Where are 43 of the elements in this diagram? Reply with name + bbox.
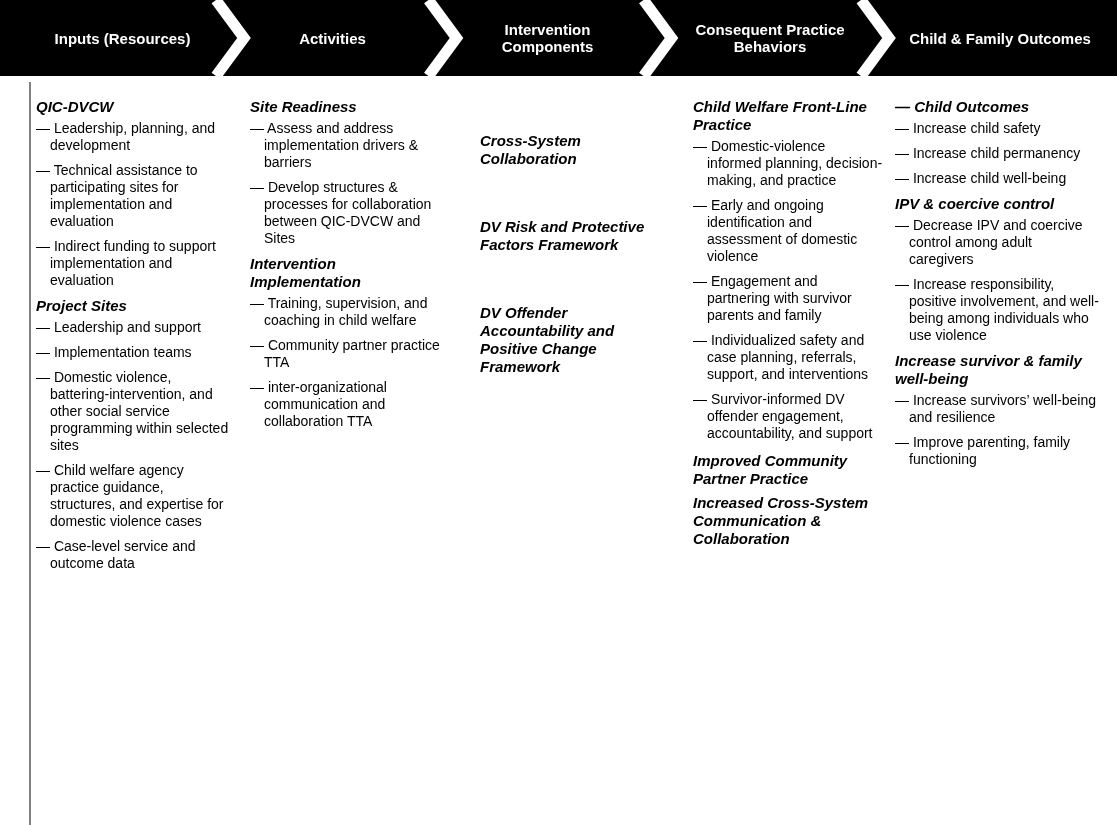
list-item: — Decrease IPV and coercive control among adult caregivers	[895, 217, 1084, 268]
list-item: — Community partner practice TTA	[250, 337, 440, 371]
column-header: Activities	[245, 0, 420, 76]
section-heading: Improved Community Partner Practice	[693, 452, 849, 488]
section-heading: Cross-System Collaboration	[480, 132, 582, 168]
list-item: — Engagement and partnering with survivor parents and family	[693, 273, 853, 324]
list-item: — Increase survivors’ well-being and resilience	[895, 392, 1097, 426]
column-header: Inputs (Resources)	[30, 0, 215, 76]
section-heading: DV Risk and Protective Factors Framework	[480, 218, 646, 254]
list-item: — Increase child permanency	[895, 145, 1082, 162]
list-item: — Domestic-violence informed planning, decision-making, and practice	[693, 138, 883, 189]
section-heading: Project Sites	[36, 297, 128, 315]
section-heading: Site Readiness	[250, 98, 358, 116]
column-header: Child & Family Outcomes	[895, 0, 1105, 76]
list-item: — Leadership and support	[36, 319, 202, 336]
list-item: — Leadership, planning, and development	[36, 120, 217, 154]
list-item: — Case-level service and outcome data	[36, 538, 197, 572]
section-heading: DV Offender Accountability and Positive Change Framework	[480, 304, 616, 376]
list-item: — Child welfare agency practice guidance, structures, and expertise for domestic violence cases	[36, 462, 225, 530]
list-item: — Technical assistance to participating sites for implementation and evaluation	[36, 162, 199, 230]
list-item: — Early and ongoing identification and assessment of domestic violence	[693, 197, 859, 265]
list-item: — Increase child safety	[895, 120, 1042, 137]
list-item: — Domestic violence, battering-intervention, and other social service programming within selected sites	[36, 369, 230, 454]
section-heading: Child Welfare Front-Line Practice	[693, 98, 868, 134]
section-heading: IPV & coercive control	[895, 195, 1056, 213]
list-item: — Improve parenting, family functioning	[895, 434, 1072, 468]
column-header: Intervention Components	[465, 0, 630, 76]
section-heading: Intervention Implementation	[250, 255, 362, 291]
list-item: — Increase child well-being	[895, 170, 1068, 187]
section-heading: QIC-DVCW	[36, 98, 116, 116]
list-item: — Indirect funding to support implementation and evaluation	[36, 238, 217, 289]
list-item: — Develop structures & processes for collaboration between QIC-DVCW and Sites	[250, 179, 433, 247]
section-heading: Increased Cross-System Communication & Collaboration	[693, 494, 870, 548]
column-header: Consequent Practice Behaviors	[685, 0, 855, 76]
section-heading: Increase survivor & family well-being	[895, 352, 1084, 388]
list-item: — Implementation teams	[36, 344, 193, 361]
list-item: — Training, supervision, and coaching in child welfare	[250, 295, 429, 329]
list-item: — Assess and address implementation drivers & barriers	[250, 120, 420, 171]
list-item: — Individualized safety and case planning, referrals, support, and interventions	[693, 332, 870, 383]
list-item: — Increase responsibility, positive involvement, and well-being among individuals who use violence	[895, 276, 1100, 344]
list-item: — Survivor-informed DV offender engagement, accountability, and support	[693, 391, 874, 442]
section-heading: — Child Outcomes	[895, 98, 1031, 116]
list-item: — inter-organizational communication and collaboration TTA	[250, 379, 388, 430]
